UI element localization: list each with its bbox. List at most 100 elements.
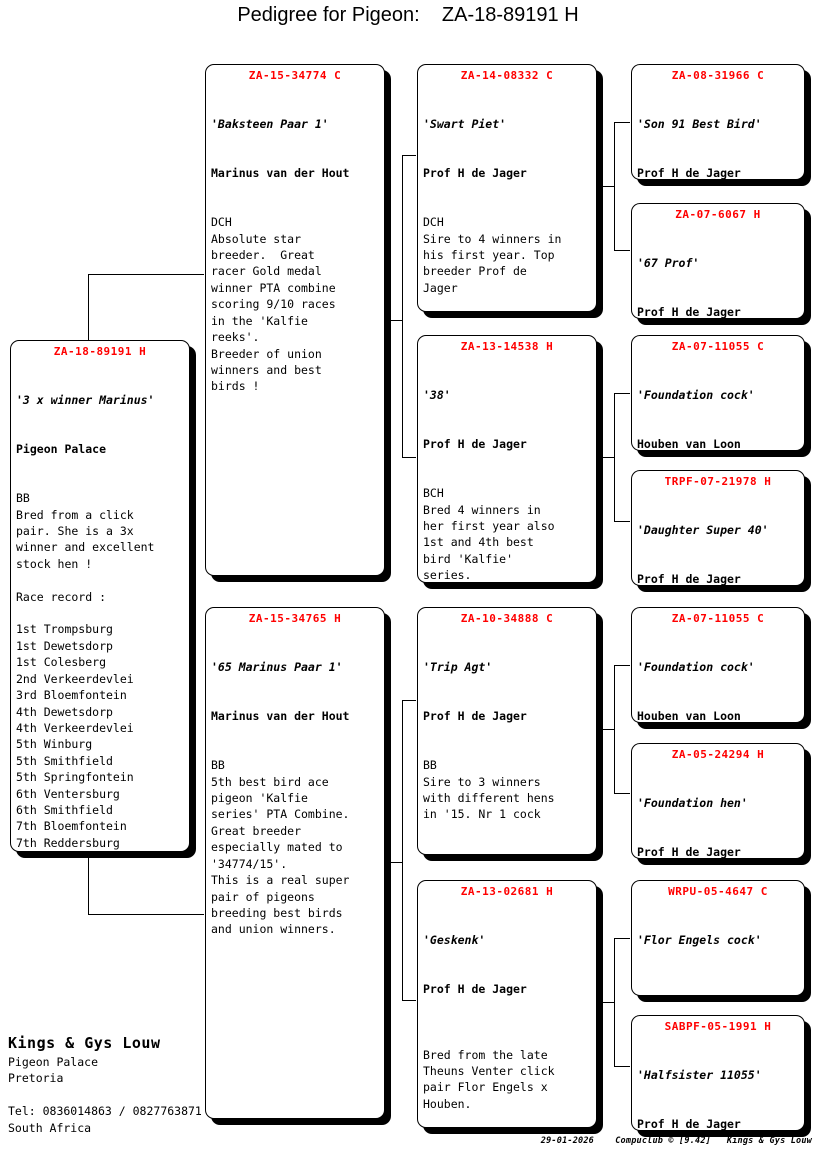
pigeon-nickname: '38': [423, 387, 451, 402]
pigeon-details: 'Flor Engels cock' Mealy piedBred from b…: [632, 899, 804, 995]
text-line: breeder. Great: [211, 248, 315, 263]
connector-ggp-3-stub: [614, 393, 630, 394]
text-line: 1st and 4th best: [423, 535, 534, 550]
text-line: Houben.: [423, 1096, 472, 1111]
pedigree-box-greatgrandparent-6[interactable]: ZA-05-24294 H 'Foundation hen' Prof H de…: [631, 743, 805, 859]
pigeon-details: 'Halfsister 11055' Prof H de Jager Ronal…: [632, 1034, 804, 1131]
text-line: series' PTA Combine.: [211, 807, 350, 822]
pigeon-details: 'Son 91 Best Bird' Prof H de Jager BCHEx…: [632, 83, 804, 179]
pigeon-breeder: Prof H de Jager: [637, 305, 741, 319]
text-line: 1st Dewetsdorp: [16, 638, 113, 653]
text-line: pigeon 'Kalfie: [211, 791, 308, 806]
connector-parent-2-stub: [88, 914, 204, 915]
text-line: her first year also: [423, 519, 555, 534]
pedigree-box-grandparent-3[interactable]: ZA-10-34888 C 'Trip Agt' Prof H de Jager…: [417, 607, 597, 855]
pigeon-nickname: '3 x winner Marinus': [16, 392, 155, 407]
pigeon-details: 'Foundation cock' Houben van Loon BBSupe…: [632, 354, 804, 450]
text-line: Absolute star: [211, 231, 302, 246]
text-line: [16, 605, 184, 621]
text-line: 5th Springfontein: [16, 770, 134, 785]
text-line: bird 'Kalfie': [423, 551, 514, 566]
text-line: Jager: [423, 280, 458, 295]
text-line: his first year. Top: [423, 248, 555, 263]
pedigree-box-greatgrandparent-3[interactable]: ZA-07-11055 C 'Foundation cock' Houben v…: [631, 335, 805, 451]
connector-gp-1-in: [598, 186, 614, 187]
text-line: BCH: [423, 486, 444, 501]
pigeon-nickname: 'Geskenk': [423, 932, 486, 947]
text-line: Pigeon Palace: [8, 1055, 99, 1069]
pigeon-id: ZA-13-02681 H: [460, 885, 554, 898]
text-line: 6th Ventersburg: [16, 786, 120, 801]
text-line: BB: [211, 758, 225, 773]
pigeon-nickname: '67 Prof': [637, 255, 700, 270]
page-title: Pedigree for Pigeon: ZA-18-89191 H: [237, 4, 579, 26]
connector-ggp-6-stub: [614, 793, 630, 794]
text-line: Pretoria: [8, 1071, 64, 1086]
pedigree-box-parent-2[interactable]: ZA-15-34765 H '65 Marinus Paar 1' Marinu…: [205, 607, 385, 1119]
print-info: 29-01-2026 Compuclub © [9.42] Kings & Gy…: [540, 1136, 812, 1146]
text-line: 4th Verkeerdevlei: [16, 720, 134, 735]
pedigree-box-subject[interactable]: ZA-18-89191 H '3 x winner Marinus' Pigeo…: [10, 340, 190, 852]
pigeon-breeder: Prof H de Jager: [423, 709, 527, 724]
pedigree-box-greatgrandparent-1[interactable]: ZA-08-31966 C 'Son 91 Best Bird' Prof H …: [631, 64, 805, 180]
pedigree-box-grandparent-1[interactable]: ZA-14-08332 C 'Swart Piet' Prof H de Jag…: [417, 64, 597, 312]
text-line: Race record :: [16, 589, 107, 604]
pigeon-breeder: Pigeon Palace: [16, 442, 107, 457]
connector-gp-3-vertical: [614, 665, 615, 793]
text-line: [423, 1030, 591, 1046]
text-line: This is a real super: [211, 873, 350, 888]
text-line: Bred from a click: [16, 507, 134, 522]
pigeon-id: TRPF-07-21978 H: [664, 475, 772, 488]
pigeon-id: ZA-07-6067 H: [675, 208, 761, 221]
text-line: Tel: 0836014863 / 0827763871: [8, 1104, 202, 1119]
text-line: Bred 4 winners in: [423, 502, 541, 517]
pigeon-id: ZA-05-24294 H: [671, 748, 765, 761]
connector-gp-1-vertical: [614, 122, 615, 250]
text-line: birds !: [211, 379, 260, 394]
connector-parent-1-vertical: [402, 155, 403, 457]
text-line: Sire to 3 winners: [423, 774, 541, 789]
pedigree-box-greatgrandparent-5[interactable]: ZA-07-11055 C 'Foundation cock' Houben v…: [631, 607, 805, 723]
pigeon-nickname: 'Foundation cock': [637, 659, 755, 674]
pigeon-id: ZA-15-34765 H: [248, 612, 342, 625]
pigeon-breeder: Marinus van der Hout: [211, 709, 350, 724]
text-line: pair of pigeons: [211, 889, 315, 904]
pedigree-box-grandparent-4[interactable]: ZA-13-02681 H 'Geskenk' Prof H de Jager …: [417, 880, 597, 1128]
text-line: Sire to 4 winners in: [423, 231, 562, 246]
text-line: winners and best: [211, 362, 322, 377]
text-line: DCH: [423, 215, 444, 230]
pigeon-nickname: 'Swart Piet': [423, 116, 507, 131]
connector-parent-2-in: [386, 862, 402, 863]
text-line: Great breeder: [211, 823, 302, 838]
pigeon-id: ZA-10-34888 C: [460, 612, 554, 625]
pedigree-box-greatgrandparent-2[interactable]: ZA-07-6067 H '67 Prof' Prof H de Jager S…: [631, 203, 805, 319]
pigeon-details: '65 Marinus Paar 1' Marinus van der Hout…: [206, 626, 384, 971]
pigeon-breeder: Prof H de Jager: [637, 845, 741, 859]
pedigree-box-greatgrandparent-4[interactable]: TRPF-07-21978 H 'Daughter Super 40' Prof…: [631, 470, 805, 586]
pigeon-id: WRPU-05-4647 C: [668, 885, 768, 898]
pedigree-box-greatgrandparent-8[interactable]: SABPF-05-1991 H 'Halfsister 11055' Prof …: [631, 1015, 805, 1131]
text-line: especially mated to: [211, 840, 343, 855]
pedigree-box-parent-1[interactable]: ZA-15-34774 C 'Baksteen Paar 1' Marinus …: [205, 64, 385, 576]
pigeon-nickname: 'Baksteen Paar 1': [211, 116, 329, 131]
text-line: breeder Prof de: [423, 264, 527, 279]
text-line: winner and excellent: [16, 540, 155, 555]
connector-gp-4-in: [598, 1002, 614, 1003]
pedigree-box-greatgrandparent-7[interactable]: WRPU-05-4647 C 'Flor Engels cock' Mealy …: [631, 880, 805, 996]
connector-gp-3-in: [598, 729, 614, 730]
pigeon-breeder: Prof H de Jager: [637, 1117, 741, 1131]
pigeon-details: 'Geskenk' Prof H de Jager Bred from the …: [418, 899, 596, 1127]
pigeon-details: 'Daughter Super 40' Prof H de Jager Daug…: [632, 489, 804, 585]
connector-ggp-1-stub: [614, 122, 630, 123]
connector-gp-2-vertical: [614, 393, 615, 521]
